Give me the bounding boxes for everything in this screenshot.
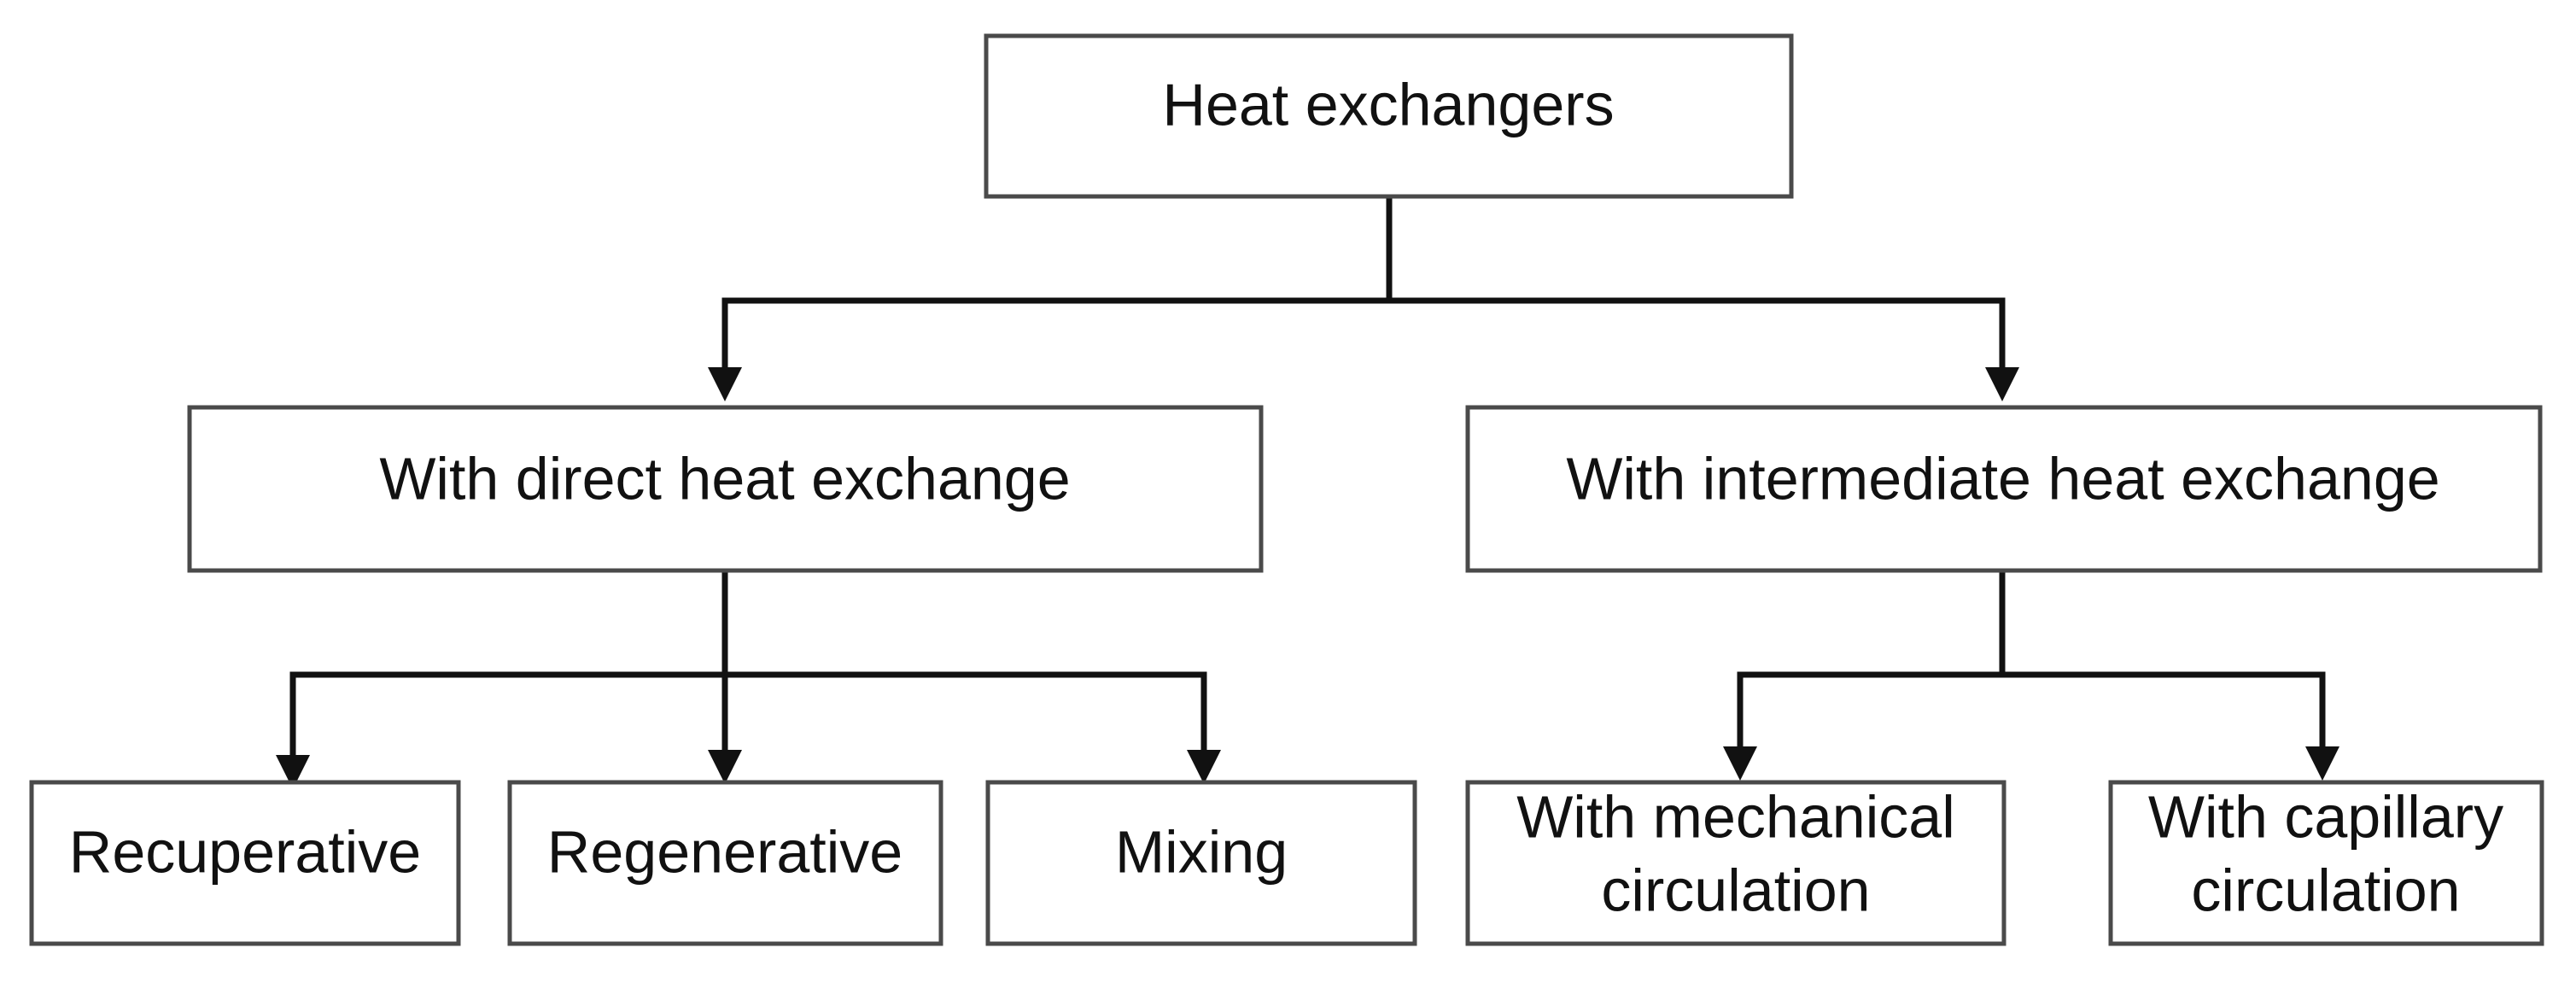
node-label: Mixing (1115, 818, 1288, 885)
node-label: With direct heat exchange (379, 445, 1070, 512)
arrowhead-intermediate (1985, 367, 2019, 401)
edge-direct-to-recuperative (289, 671, 725, 760)
node-mixing: Mixing (985, 780, 1417, 946)
node-box (507, 780, 943, 946)
node-label: With intermediate heat exchange (1566, 445, 2439, 512)
connectors (276, 196, 2339, 789)
node-label-line2: circulation (2191, 857, 2460, 923)
edge-root-to-intermediate (1389, 297, 2006, 372)
arrowhead-capillary (2305, 746, 2339, 781)
node-box (29, 780, 461, 946)
node-label-line2: circulation (1601, 857, 1870, 923)
node-box (1465, 780, 2006, 946)
arrowhead-recuperative (276, 755, 310, 789)
node-heat-exchangers: Heat exchangers (984, 33, 1794, 199)
node-label-line1: With capillary (2148, 783, 2503, 850)
node-box (1465, 405, 2543, 573)
node-intermediate-heat-exchange: With intermediate heat exchange (1465, 405, 2543, 573)
node-box (2108, 780, 2544, 946)
node-regenerative: Regenerative (507, 780, 943, 946)
edge-intermediate-to-capillary (2002, 671, 2326, 752)
node-direct-heat-exchange: With direct heat exchange (187, 405, 1264, 573)
node-label: Recuperative (69, 818, 421, 885)
arrowhead-mixing (1187, 750, 1221, 784)
node-capillary-circulation: With capillary circulation (2108, 780, 2544, 946)
node-box (187, 405, 1264, 573)
arrowhead-mechanical (1723, 746, 1757, 781)
edge-root-to-direct (721, 196, 1393, 372)
node-label: Regenerative (547, 818, 902, 885)
edge-intermediate-to-mechanical (1737, 671, 2002, 752)
node-label: Heat exchangers (1162, 71, 1614, 138)
node-box (985, 780, 1417, 946)
node-label-line1: With mechanical (1516, 783, 1955, 850)
edge-direct-to-mixing (725, 671, 1207, 755)
arrowhead-regenerative (708, 750, 742, 784)
node-recuperative: Recuperative (29, 780, 461, 946)
arrowhead-direct (708, 367, 742, 401)
node-box (984, 33, 1794, 199)
node-mechanical-circulation: With mechanical circulation (1465, 780, 2006, 946)
